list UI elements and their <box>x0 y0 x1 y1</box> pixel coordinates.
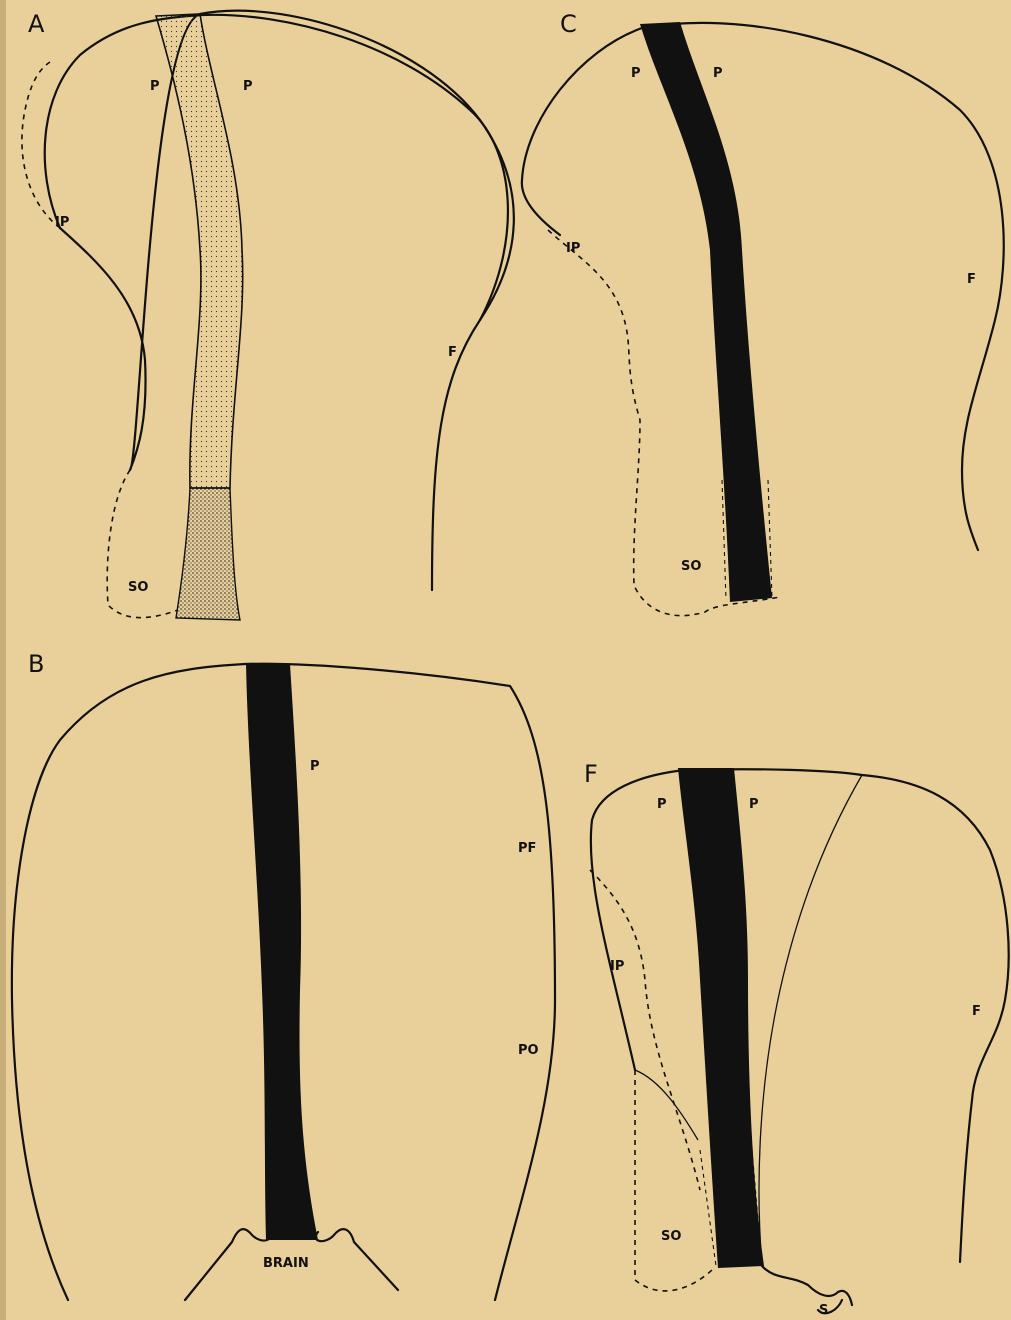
panel-b-label-brain: BRAIN <box>263 1256 309 1271</box>
panel-f-bottom-contour <box>762 1266 852 1305</box>
panel-f-dashed-ip <box>590 870 700 1190</box>
panel-a: A P P IP SO F <box>22 10 514 620</box>
panel-f-black-band <box>678 768 764 1268</box>
left-edge-shadow <box>0 0 6 1320</box>
panel-f-label-ip: IP <box>610 959 624 974</box>
panel-a-letter: A <box>28 10 45 38</box>
panel-a-outline <box>60 11 514 590</box>
panel-c-label-p-right: P <box>713 66 723 81</box>
panel-a-stippled-base <box>176 488 240 620</box>
panel-b-letter: B <box>28 650 44 678</box>
panel-c-letter: C <box>560 10 577 38</box>
panel-a-label-f: F <box>448 345 457 360</box>
panel-f-label-f: F <box>972 1004 981 1019</box>
panel-b-black-band <box>246 664 318 1240</box>
panel-b-label-pf: PF <box>518 841 536 856</box>
panel-b-label-p: P <box>310 759 320 774</box>
panel-c-label-so: SO <box>681 559 701 574</box>
panel-b: B P PF PO BRAIN <box>12 650 555 1300</box>
panel-c-label-f: F <box>967 272 976 287</box>
panel-f-so-outline <box>635 1070 698 1140</box>
panel-f: F P P IP SO F S <box>584 760 1009 1318</box>
panel-b-label-po: PO <box>518 1043 539 1058</box>
panel-a-label-ip: IP <box>55 215 69 230</box>
panel-f-label-s: S <box>819 1303 828 1318</box>
panel-c-label-p-left: P <box>631 66 641 81</box>
panel-a-stippled-tube <box>156 14 243 488</box>
panel-f-label-p-left: P <box>657 797 667 812</box>
panel-c-black-band <box>640 22 772 602</box>
panel-a-label-p-right: P <box>243 79 253 94</box>
panel-c: C P P IP SO F <box>522 10 1004 616</box>
panel-a-label-p-left: P <box>150 79 160 94</box>
panel-c-label-ip: IP <box>566 241 580 256</box>
panel-f-letter: F <box>584 760 598 788</box>
panel-a-top-outline <box>45 15 508 320</box>
panel-f-label-so: SO <box>661 1229 681 1244</box>
panel-f-inner-divider <box>759 775 862 1266</box>
panel-f-label-p-right: P <box>749 797 759 812</box>
panel-f-outline <box>591 769 1009 1262</box>
panel-c-outline <box>522 23 1004 550</box>
panel-a-label-so: SO <box>128 580 148 595</box>
